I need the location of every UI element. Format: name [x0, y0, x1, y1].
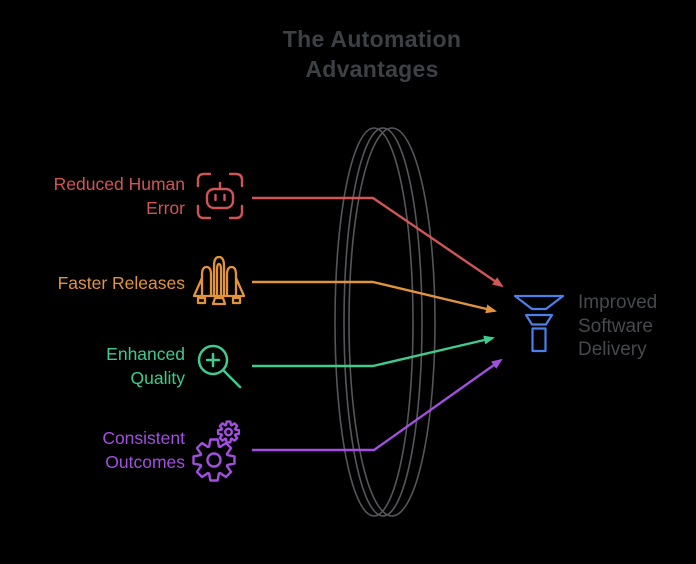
result-label: Improved Software Delivery [578, 292, 658, 360]
magnifier-plus-icon [197, 344, 242, 389]
diagram-title: The Automation Advantages [282, 26, 462, 82]
funnel-icon [513, 294, 565, 353]
arrow-reduced-human-error [252, 196, 504, 288]
lens-shape [334, 127, 436, 517]
item-label-reduced-human-error: Reduced Human Error [53, 174, 185, 218]
arrow-enhanced-quality [252, 335, 495, 368]
item-label-enhanced-quality: Enhanced Quality [106, 344, 185, 388]
arrow-faster-releases [252, 280, 497, 314]
item-label-faster-releases: Faster Releases [57, 273, 185, 293]
rocket-icon [192, 255, 246, 306]
gears-icon [194, 422, 239, 481]
arrow-consistent-outcomes [252, 358, 503, 452]
robot-scan-icon [196, 172, 244, 220]
item-label-consistent-outcomes: Consistent Outcomes [102, 428, 185, 472]
arrows [252, 196, 504, 452]
